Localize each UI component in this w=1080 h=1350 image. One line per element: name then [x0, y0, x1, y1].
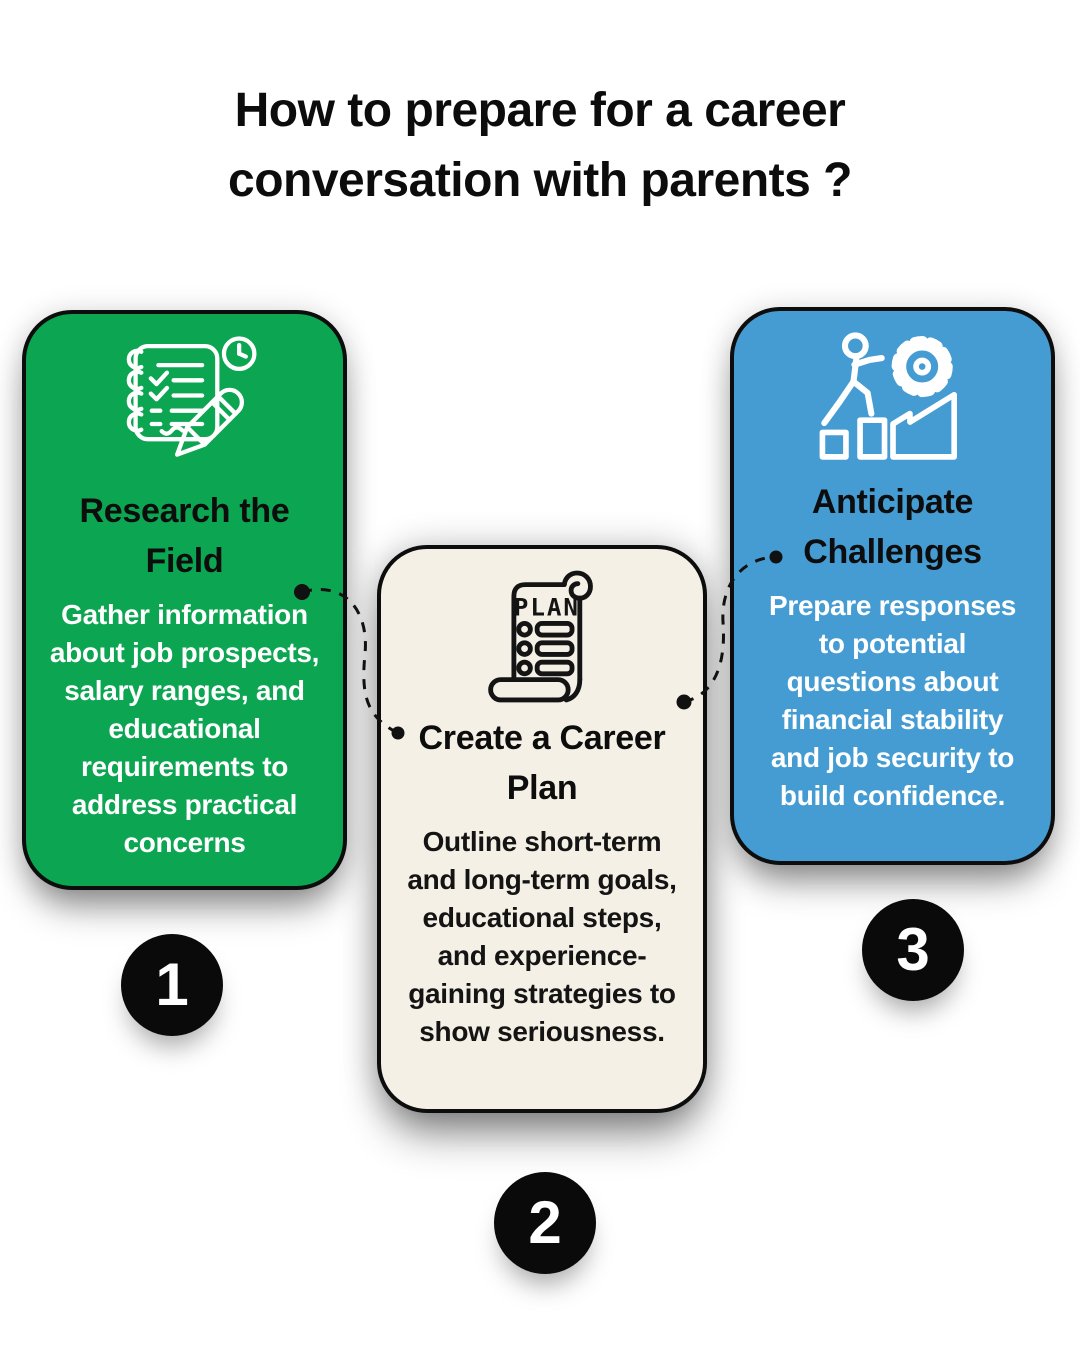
notepad-checklist-pencil-clock-icon	[109, 332, 261, 478]
step-title: Research the Field	[79, 492, 290, 580]
step-title: Create a Career Plan	[418, 719, 666, 807]
step-number-badge-1: 1	[121, 934, 223, 1036]
step-number-badge-3: 3	[862, 899, 964, 1001]
step-card-anticipate-challenges: Anticipate Challenges Prepare responses …	[730, 307, 1055, 865]
plan-scroll-icon: PLAN	[479, 567, 605, 705]
step-description: Prepare responses to potential questions…	[768, 590, 1017, 811]
plan-icon-label: PLAN	[514, 594, 580, 622]
step-card-create-a-career-plan: PLAN Create a Career Plan Outline short-…	[377, 545, 707, 1113]
step-description: Outline short-term and long-term goals, …	[407, 826, 677, 1047]
step-title: Anticipate Challenges	[803, 483, 982, 571]
step-description: Gather information about job prospects, …	[49, 599, 320, 858]
step-number: 3	[896, 916, 930, 983]
page-title: How to prepare for a career conversation…	[228, 84, 852, 207]
step-number-badge-2: 2	[494, 1172, 596, 1274]
step-number: 1	[155, 951, 189, 1018]
step-number: 2	[528, 1189, 562, 1256]
step-card-research-the-field: Research the Field Gather information ab…	[22, 310, 347, 890]
person-climbing-steps-gear-icon	[813, 329, 973, 469]
